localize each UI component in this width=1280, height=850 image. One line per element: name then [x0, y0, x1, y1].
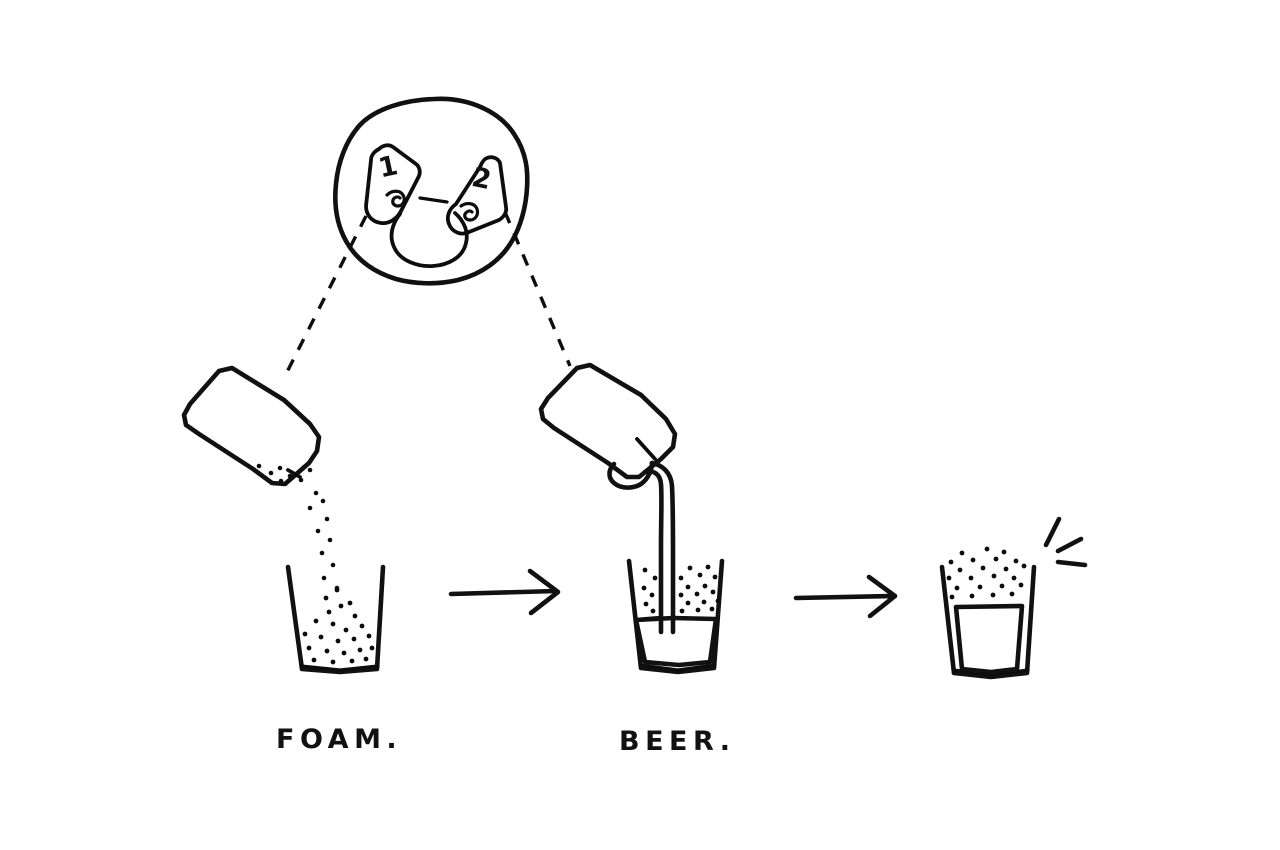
tag-one: 1: [364, 143, 422, 225]
detail-circle-outline: [333, 96, 530, 286]
magnified-detail-circle: 1 2: [333, 96, 530, 286]
tag-two: 2: [445, 155, 509, 236]
glass-of-foam-base: [299, 664, 380, 672]
sparkle-line-3: [1055, 559, 1088, 568]
carton-foam-spout: [286, 468, 302, 479]
carton-beer-spout-fold: [635, 437, 657, 461]
scene-foam: FOAM.: [181, 365, 402, 755]
beer-stream-left-edge: [642, 469, 664, 635]
tag-two-spiral: [459, 202, 480, 222]
callout-line-right: [503, 211, 572, 367]
sparkle-line-1: [1043, 516, 1062, 548]
scene-beer: BEER.: [538, 362, 736, 757]
arrow-foam-to-beer-head: [527, 568, 561, 616]
arrow-beer-to-result-shaft: [793, 593, 896, 601]
tag-two-number: 2: [469, 162, 499, 197]
finished-glass-of-beer: [939, 564, 1037, 680]
caption-beer: BEER.: [619, 726, 736, 757]
arrow-beer-to-result-head: [866, 574, 898, 619]
arrow-foam-to-beer-shaft: [448, 588, 559, 597]
carton-pouring-foam: [181, 365, 322, 487]
beer-stream-right-edge: [649, 460, 676, 635]
glass-filling-base: [638, 663, 717, 672]
sparkle-line-2: [1055, 536, 1084, 554]
carton-pouring-beer: [538, 362, 678, 480]
carton-beer-lip: [607, 460, 655, 490]
finished-glass-foam-dots: [946, 546, 1027, 600]
callout-line-left: [284, 215, 368, 375]
sparkle-lines: [1043, 516, 1088, 568]
scene-result: [939, 516, 1088, 680]
arrow-foam-to-beer: [448, 568, 561, 616]
tag-one-outline: [364, 143, 422, 225]
tag-one-spiral: [385, 189, 406, 208]
beer-liquid-level: [633, 615, 719, 668]
glass-of-foam-contents: [302, 587, 375, 665]
foam-particle-stream: [256, 463, 340, 591]
glass-beer-foam-dots: [641, 564, 721, 614]
glass-of-foam: [285, 564, 386, 675]
caption-foam: FOAM.: [276, 724, 402, 755]
arrow-beer-to-result: [793, 574, 898, 619]
finished-beer-liquid-level: [953, 603, 1025, 675]
detail-blob: [389, 211, 469, 268]
tag-two-outline: [445, 155, 509, 236]
tag-connector-bar: [418, 196, 449, 204]
